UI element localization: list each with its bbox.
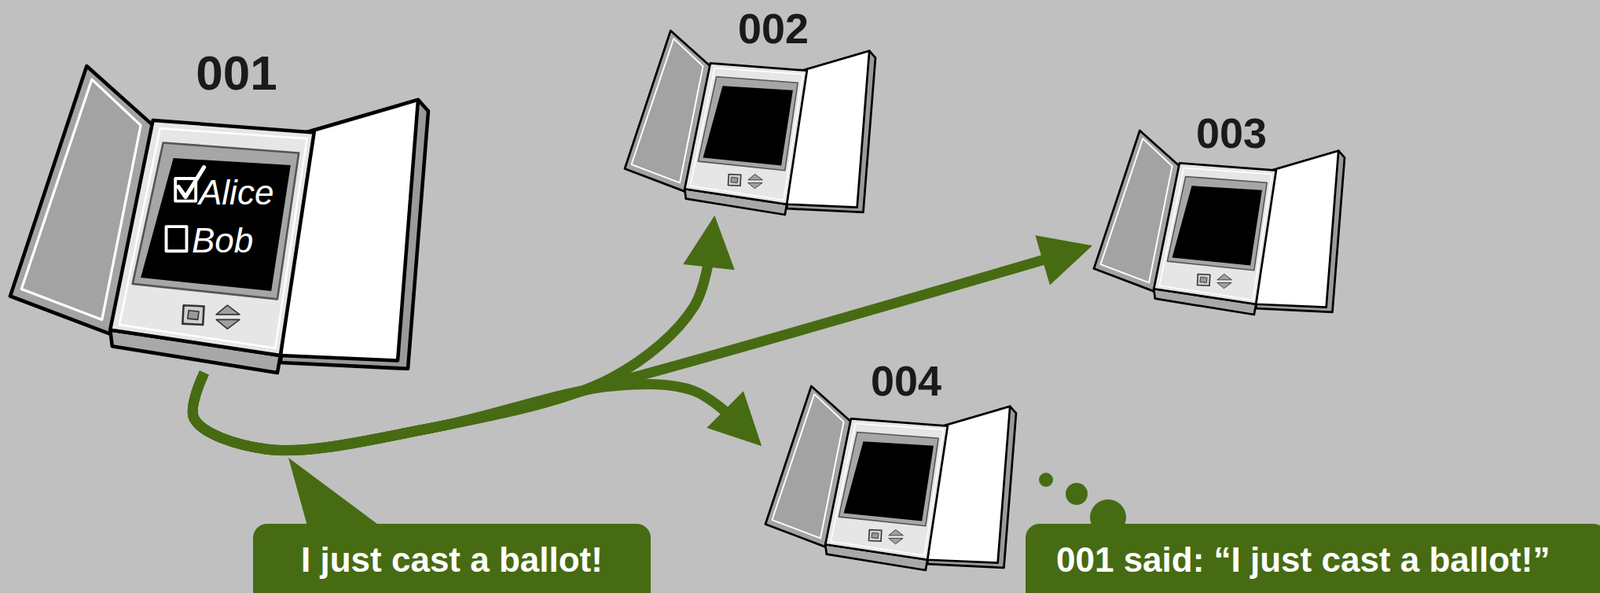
checkbox xyxy=(166,226,188,251)
up-button xyxy=(216,304,240,315)
select-button xyxy=(187,310,199,320)
voting-machine: 002 xyxy=(624,3,876,215)
up-button xyxy=(1217,274,1232,280)
machine-number: 004 xyxy=(870,359,942,402)
machine-drawing xyxy=(765,385,1017,570)
speech-tail xyxy=(288,457,384,529)
select-button xyxy=(727,174,741,187)
voting-machine: 004 xyxy=(765,353,1017,570)
machine-drawing xyxy=(10,66,429,373)
up-button xyxy=(888,529,903,536)
speech-bubble: I just cast a ballot! xyxy=(253,523,651,593)
machine-drawing xyxy=(624,30,876,215)
screen-bezel xyxy=(697,77,798,171)
down-button xyxy=(748,182,763,188)
screen-bezel xyxy=(838,432,939,526)
down-button xyxy=(1217,282,1232,288)
screen-bezel xyxy=(132,143,300,300)
screen xyxy=(1172,185,1263,265)
body-trim xyxy=(119,128,308,349)
signal-arrow xyxy=(192,241,712,451)
screen-bezel xyxy=(1166,176,1267,271)
signal-arrow xyxy=(192,372,744,451)
body-trim xyxy=(689,68,803,201)
machine-body xyxy=(110,120,315,356)
machine-body xyxy=(684,62,808,204)
down-button xyxy=(216,319,240,329)
machine-drawing xyxy=(1093,130,1345,315)
body-trim xyxy=(1159,168,1272,301)
ballot-choice: Alice xyxy=(198,175,274,210)
machine-body xyxy=(825,418,948,559)
screen xyxy=(844,440,934,521)
down-button xyxy=(888,537,903,544)
voting-machine: 003 xyxy=(1093,102,1345,315)
thought-dot xyxy=(1038,472,1054,487)
callout-text: I just cast a ballot! xyxy=(253,542,651,577)
select-button xyxy=(868,529,881,542)
thought-dot xyxy=(1065,482,1088,505)
screen xyxy=(140,157,291,291)
select-button xyxy=(730,176,738,183)
screen xyxy=(703,85,793,166)
callout-text: 001 said: “I just cast a ballot!” xyxy=(1056,542,1600,577)
signal-arrow xyxy=(192,253,1068,451)
select-button xyxy=(1200,276,1208,283)
machine-number: 003 xyxy=(1196,111,1267,155)
machine-number: 002 xyxy=(737,7,809,50)
thought-bubble: 001 said: “I just cast a ballot!” xyxy=(1025,523,1600,593)
body-trim xyxy=(830,423,944,556)
up-button xyxy=(748,174,763,180)
select-button xyxy=(1196,274,1210,287)
select-button xyxy=(871,532,879,538)
machine-number: 001 xyxy=(195,48,277,98)
machine-body xyxy=(1153,162,1277,304)
select-button xyxy=(182,304,204,325)
voting-machine: 001AliceBob xyxy=(10,31,429,373)
ballot-choice: Bob xyxy=(191,223,254,258)
